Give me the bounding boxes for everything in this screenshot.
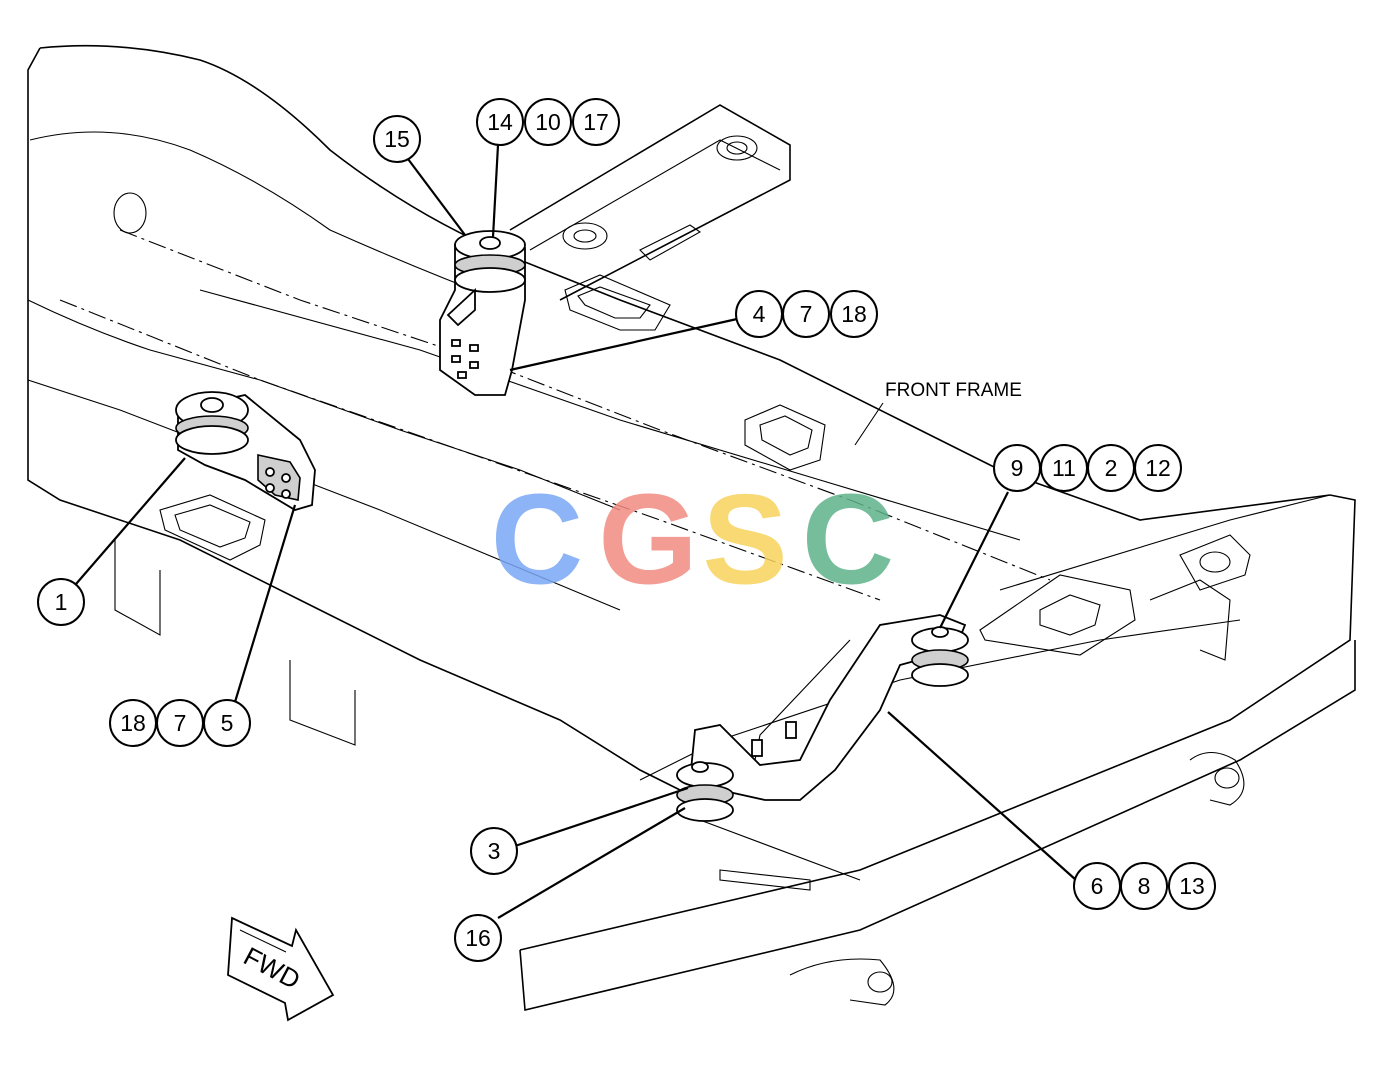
front-frame-label: FRONT FRAME: [885, 380, 1022, 401]
svg-text:15: 15: [384, 126, 410, 152]
callout-8: 8: [1138, 873, 1151, 899]
leader-lines: [75, 144, 1077, 919]
svg-text:1: 1: [55, 589, 68, 615]
callout-14: 14: [487, 109, 513, 135]
mount-front-bracket: [676, 614, 969, 822]
callout-18: 18: [841, 301, 867, 327]
frame-drawing: [27, 44, 1356, 1011]
callout-13: 13: [1179, 873, 1205, 899]
callout-group-9-11-2-12: 9 11 2 12: [993, 444, 1182, 492]
callout-12: 12: [1145, 455, 1171, 481]
mount-upper: [439, 230, 526, 396]
fwd-arrow: FWD: [227, 916, 335, 1022]
callout-5: 5: [221, 710, 234, 736]
watermark: C G S C: [491, 469, 894, 612]
callout-4: 4: [753, 301, 766, 327]
watermark-letter-c1: C: [491, 469, 583, 612]
callout-10: 10: [535, 109, 561, 135]
callout-6: 6: [1091, 873, 1104, 899]
callout-9: 9: [1011, 455, 1024, 481]
callout-11: 11: [1052, 455, 1076, 481]
front-frame-annotation: FRONT FRAME: [854, 380, 1022, 446]
mount-left: [175, 391, 316, 511]
callout-7: 7: [800, 301, 813, 327]
callout-18: 18: [120, 710, 146, 736]
watermark-letter-s: S: [702, 469, 787, 612]
callout-17: 17: [583, 109, 609, 135]
watermark-letter-g: G: [598, 469, 698, 612]
callout-group-18-7-5: 18 7 5: [109, 699, 251, 747]
callout-group-14-10-17: 14 10 17: [476, 98, 620, 146]
watermark-letter-c2: C: [802, 469, 894, 612]
callout-group-4-7-18: 4 7 18: [735, 290, 878, 338]
svg-text:3: 3: [488, 838, 501, 864]
callout-16: 16: [454, 914, 502, 962]
callout-group-6-8-13: 6 8 13: [1073, 862, 1216, 910]
callout-15: 15: [373, 115, 421, 163]
callout-1: 1: [37, 578, 85, 626]
callout-3: 3: [470, 827, 518, 875]
svg-text:16: 16: [465, 925, 491, 951]
callout-7: 7: [174, 710, 187, 736]
callout-2: 2: [1105, 455, 1118, 481]
